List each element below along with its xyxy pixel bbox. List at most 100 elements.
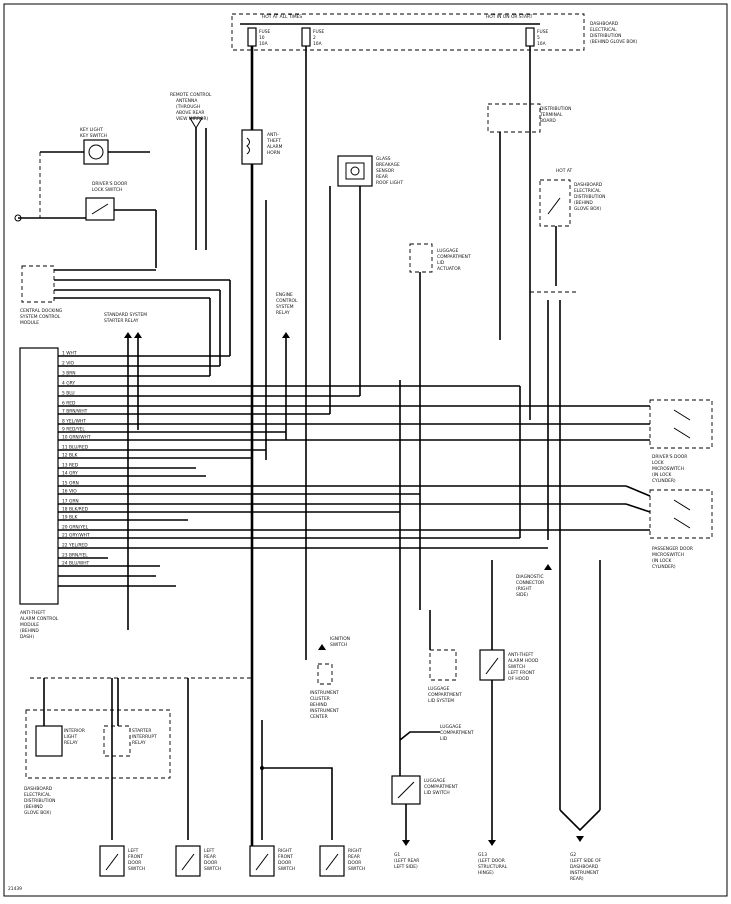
- svg-text:LUGGAGE: LUGGAGE: [440, 724, 462, 730]
- svg-text:LUGGAGE: LUGGAGE: [424, 778, 446, 784]
- svg-text:OF HOOD: OF HOOD: [508, 676, 530, 682]
- svg-text:(IN LOCK: (IN LOCK: [652, 472, 671, 478]
- module-pin-label: 3 BRN: [62, 371, 76, 377]
- svg-text:LUGGAGE: LUGGAGE: [428, 686, 450, 692]
- svg-text:DASHBOARD: DASHBOARD: [574, 182, 603, 188]
- module-pin-label: 16 VIO: [62, 489, 77, 495]
- svg-text:COMPARTMENT: COMPARTMENT: [440, 730, 474, 736]
- svg-text:DASH): DASH): [20, 634, 34, 640]
- module-pin-label: 18 BLK/RED: [62, 507, 89, 513]
- module-pin-label: 9 RED/YEL: [62, 427, 85, 433]
- svg-text:CENTRAL DOCKING: CENTRAL DOCKING: [20, 308, 63, 314]
- module-pin-label: 1 WHT: [62, 351, 77, 357]
- anti-theft-hood-switch: ANTI-THEFT ALARM HOOD SWITCH LEFT FRONT …: [479, 649, 539, 682]
- module-pin-label: 13 RED: [62, 463, 79, 469]
- luggage-lid-actuator: LUGGAGE COMPARTMENT LID ACTUATOR: [409, 243, 471, 273]
- svg-text:VIEW MIRROR): VIEW MIRROR): [176, 116, 209, 122]
- svg-text:REAR: REAR: [376, 174, 388, 180]
- svg-text:RIGHT: RIGHT: [348, 848, 362, 854]
- passenger-door-microswitch: PASSENGER DOOR MICROSWITCH (IN LOCK CYLI…: [625, 485, 713, 570]
- remote-control-antenna: REMOTE CONTROL ANTENNA (THROUGH ABOVE RE…: [170, 92, 212, 250]
- svg-text:COMPARTMENT: COMPARTMENT: [424, 784, 458, 790]
- svg-text:DOOR: DOOR: [128, 860, 141, 866]
- svg-text:LID: LID: [437, 260, 445, 266]
- module-pin-label: 20 GRN/YEL: [62, 525, 89, 531]
- svg-text:(BEHIND: (BEHIND: [20, 628, 39, 634]
- svg-text:ALARM HOOD: ALARM HOOD: [508, 658, 539, 664]
- svg-text:LOCK SWITCH: LOCK SWITCH: [92, 187, 122, 193]
- svg-text:GLOVE BOX): GLOVE BOX): [24, 810, 51, 816]
- svg-text:INTERIOR: INTERIOR: [64, 728, 85, 734]
- svg-text:SWITCH: SWITCH: [508, 664, 525, 670]
- svg-text:FRONT: FRONT: [128, 854, 143, 860]
- svg-text:SYSTEM CONTROL: SYSTEM CONTROL: [20, 314, 61, 320]
- svg-text:(LEFT REAR: (LEFT REAR: [394, 858, 419, 864]
- module-pin-label: 14 GRY: [62, 471, 78, 477]
- luggage-compartment-lid-light: LUGGAGE COMPARTMENT LID: [440, 724, 474, 742]
- svg-text:STANDARD SYSTEM: STANDARD SYSTEM: [104, 312, 147, 318]
- svg-text:LEFT: LEFT: [128, 848, 139, 854]
- drivers-door-lock-switch: DRIVER'S DOOR LOCK SWITCH: [40, 181, 157, 268]
- glass-breakage-sensor: GLASS BREAKAGE SENSOR REAR ROOF LIGHT: [337, 155, 403, 187]
- ground-g13: G13 (LEFT DOOR STRUCTURAL HINGE): [478, 840, 508, 876]
- ignition-switch: IGNITION SWITCH: [318, 636, 350, 650]
- hot-at-relay-box: HOT AT DASHBOARD ELECTRICAL DISTRIBUTION…: [539, 168, 605, 227]
- fuse-5: FUSE 5 10A: [525, 27, 549, 47]
- svg-text:ABOVE REAR: ABOVE REAR: [176, 110, 204, 116]
- svg-text:HOT AT: HOT AT: [556, 168, 572, 174]
- svg-text:REAR): REAR): [570, 876, 584, 882]
- svg-text:ELECTRICAL: ELECTRICAL: [24, 792, 51, 798]
- svg-text:DOOR: DOOR: [348, 860, 361, 866]
- svg-text:RELAY: RELAY: [276, 310, 290, 316]
- svg-text:10A: 10A: [313, 41, 322, 47]
- drivers-door-lock-microswitch: DRIVER'S DOOR LOCK MICROSWITCH (IN LOCK …: [626, 399, 713, 484]
- svg-text:KEY SWITCH: KEY SWITCH: [80, 133, 107, 139]
- svg-text:(BEHIND GLOVE BOX): (BEHIND GLOVE BOX): [590, 39, 638, 45]
- svg-text:ALARM CONTROL: ALARM CONTROL: [20, 616, 59, 622]
- module-pin-label: 17 GRN: [62, 499, 79, 505]
- module-pin-label: 15 ORN: [62, 481, 79, 487]
- svg-text:DOOR: DOOR: [278, 860, 291, 866]
- svg-text:ANTI-: ANTI-: [267, 132, 279, 138]
- svg-text:BOARD: BOARD: [540, 118, 556, 124]
- svg-text:DASHBOARD: DASHBOARD: [24, 786, 53, 792]
- module-pin-label: 24 BLU/WHT: [62, 561, 90, 567]
- module-pin-label: 12 BLK: [62, 453, 77, 459]
- svg-text:CYLINDER): CYLINDER): [652, 564, 676, 570]
- diagram-frame: [3, 3, 728, 897]
- svg-text:THEFT: THEFT: [266, 138, 281, 144]
- module-pin-label: 19 BLK: [62, 515, 77, 521]
- svg-text:GLOVE BOX): GLOVE BOX): [574, 206, 601, 212]
- svg-text:G13: G13: [478, 852, 487, 858]
- svg-text:LID SWITCH: LID SWITCH: [424, 790, 450, 796]
- svg-text:KEY LIGHT: KEY LIGHT: [80, 127, 103, 133]
- svg-text:DASHBOARD: DASHBOARD: [570, 864, 599, 870]
- lid-light-wire: [399, 731, 440, 741]
- fuse-2: FUSE 2 10A: [301, 27, 325, 47]
- anti-theft-alarm-module: ANTI-THEFT ALARM CONTROL MODULE (BEHIND …: [19, 347, 59, 640]
- svg-text:INSTRUMENT: INSTRUMENT: [570, 870, 599, 876]
- svg-text:ELECTRICAL: ELECTRICAL: [574, 188, 601, 194]
- svg-text:BREAKAGE: BREAKAGE: [376, 162, 400, 168]
- svg-text:LEFT FRONT: LEFT FRONT: [508, 670, 535, 676]
- svg-text:G1: G1: [394, 852, 400, 858]
- svg-text:STARTER RELAY: STARTER RELAY: [104, 318, 139, 324]
- svg-text:SENSOR: SENSOR: [376, 168, 394, 174]
- module-pin-label: 11 BLU/RED: [62, 445, 89, 451]
- svg-text:10: 10: [259, 35, 265, 41]
- luggage-lid-switch: LUGGAGE COMPARTMENT LID SWITCH: [391, 775, 458, 805]
- diagnostic-connector: DIAGNOSTIC CONNECTOR (RIGHT SIDE): [516, 564, 552, 598]
- fuse-panel-right-header: HOT IN ON OR START: [486, 14, 533, 20]
- svg-text:5: 5: [537, 35, 540, 41]
- svg-text:(LEFT DOOR: (LEFT DOOR: [478, 858, 505, 864]
- svg-text:LOCK: LOCK: [652, 460, 664, 466]
- svg-text:INTERRUPT: INTERRUPT: [132, 734, 157, 740]
- svg-text:ANTI-THEFT: ANTI-THEFT: [508, 652, 534, 658]
- svg-text:PASSENGER DOOR: PASSENGER DOOR: [652, 546, 693, 552]
- distribution-terminal-board: DISTRIBUTION TERMINAL BOARD: [487, 103, 571, 133]
- svg-text:REMOTE CONTROL: REMOTE CONTROL: [170, 92, 212, 98]
- svg-text:REAR: REAR: [348, 854, 360, 860]
